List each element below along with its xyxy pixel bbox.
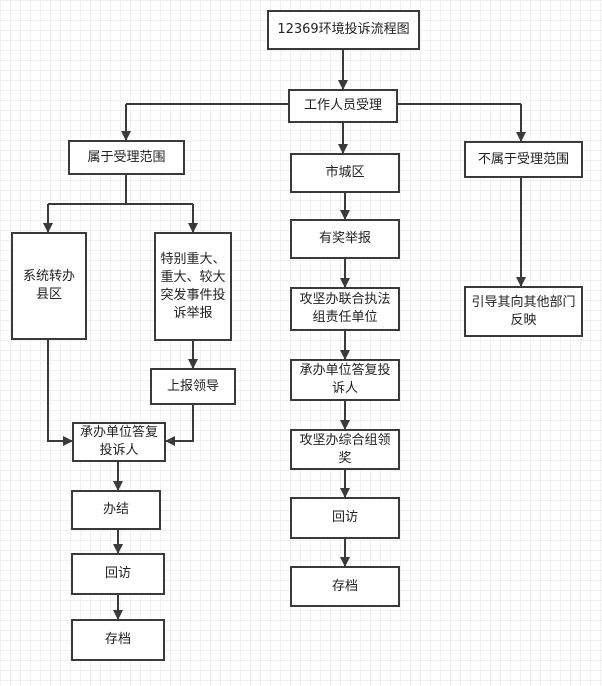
out-of-scope-node: 不属于受理范围	[464, 141, 583, 178]
return-visit-left-node: 回访	[71, 553, 165, 595]
guide-other-dept-node: 引导其向其他部门反映	[464, 286, 583, 337]
archive-mid-label: 存档	[331, 578, 358, 594]
edge-report-reply	[165, 405, 194, 446]
city-district-label: 市城区	[325, 165, 365, 180]
staff-accept-node: 工作人员受理	[288, 89, 398, 123]
reward-report-label: 有奖举报	[318, 231, 371, 246]
reward-report-node: 有奖举报	[290, 219, 400, 259]
guide-other-dept-label: 引导其向其他部门反映	[471, 294, 576, 328]
lead-award-node: 攻坚办综合组领奖	[290, 429, 400, 470]
reply-complainant-mid-node: 承办单位答复投诉人	[290, 359, 400, 401]
lead-award-label: 攻坚办综合组领奖	[299, 432, 391, 466]
title-label: 12369环境投诉流程图	[277, 22, 410, 37]
reply-complainant-mid-label: 承办单位答复投诉人	[299, 363, 391, 396]
in-scope-label: 属于受理范围	[87, 149, 166, 165]
reply-complainant-left-node: 承办单位答复投诉人	[72, 422, 166, 462]
title-node: 12369环境投诉流程图	[267, 10, 420, 50]
in-scope-node: 属于受理范围	[68, 140, 185, 175]
joint-enforcement-node: 攻坚办联合执法组责任单位	[290, 287, 400, 331]
city-district-node: 市城区	[290, 153, 400, 193]
archive-left-label: 存档	[104, 632, 131, 647]
major-incident-label: 特别重大、重大、较大突发事件投诉举报	[160, 251, 226, 321]
joint-enforcement-label: 攻坚办联合执法组责任单位	[299, 292, 391, 325]
edge-inscope-branch	[48, 175, 193, 205]
major-incident-node: 特别重大、重大、较大突发事件投诉举报	[154, 232, 232, 341]
report-leader-label: 上报领导	[166, 378, 219, 394]
county-transfer-label: 系统转办县区	[22, 269, 75, 302]
archive-mid-node: 存档	[290, 566, 400, 607]
return-visit-left-label: 回访	[104, 566, 131, 581]
case-closed-label: 办结	[102, 502, 129, 517]
out-of-scope-label: 不属于受理范围	[477, 151, 569, 167]
edge-county-reply	[47, 340, 73, 446]
county-transfer-node: 系统转办县区	[11, 232, 87, 340]
return-visit-mid-node: 回访	[290, 497, 400, 539]
report-leader-node: 上报领导	[150, 368, 236, 405]
archive-left-node: 存档	[71, 619, 165, 661]
case-closed-node: 办结	[71, 490, 161, 530]
return-visit-mid-label: 回访	[331, 510, 358, 525]
staff-accept-label: 工作人员受理	[303, 98, 382, 113]
reply-complainant-left-label: 承办单位答复投诉人	[79, 425, 158, 458]
